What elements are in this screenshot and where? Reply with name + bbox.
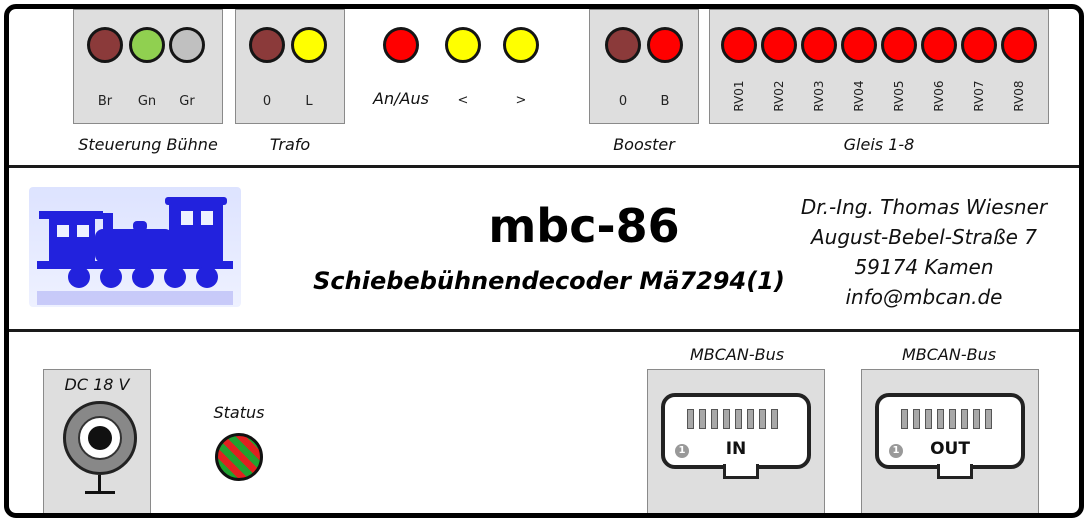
connector-pin: [711, 409, 718, 429]
led-gn: [129, 27, 165, 63]
gleis-box: [709, 9, 1049, 124]
product-subtitle: Schiebebühnendecoder Mä7294(1): [313, 267, 785, 295]
label-right: >: [515, 93, 527, 108]
led-gleis-7: [961, 27, 997, 63]
label-an-aus: An/Aus: [373, 89, 429, 108]
bus-out-caption: MBCAN-Bus: [901, 345, 997, 364]
label-left: <: [457, 93, 469, 108]
address-line-1: Dr.-Ing. Thomas Wiesner: [800, 195, 1048, 219]
ground-stem: [98, 475, 101, 493]
product-title: mbc-86: [488, 199, 680, 253]
led-gleis-3: [801, 27, 837, 63]
led-booster-0: [605, 27, 641, 63]
label-gleis-6: RV06: [932, 80, 946, 112]
label-gleis-8: RV08: [1012, 80, 1026, 112]
led-br: [87, 27, 123, 63]
connector-pin: [985, 409, 992, 429]
connector-pin: [735, 409, 742, 429]
divider-top: [9, 165, 1079, 168]
label-gr: Gr: [179, 94, 195, 109]
caption-steuerung: Steuerung Bühne: [78, 135, 218, 154]
caption-gleis: Gleis 1-8: [843, 135, 915, 154]
connector-pin: [913, 409, 920, 429]
led-booster-b: [647, 27, 683, 63]
connector-pin: [771, 409, 778, 429]
connector-pin: [759, 409, 766, 429]
connector-pin: [925, 409, 932, 429]
divider-bottom: [9, 329, 1079, 332]
led-left: [445, 27, 481, 63]
led-an-aus: [383, 27, 419, 63]
connector-pin: [973, 409, 980, 429]
label-gleis-3: RV03: [812, 80, 826, 112]
led-gleis-1: [721, 27, 757, 63]
bus-in-caption: MBCAN-Bus: [689, 345, 785, 364]
label-gleis-5: RV05: [892, 80, 906, 112]
pin1-marker: 1: [675, 444, 689, 458]
status-label: Status: [213, 403, 265, 422]
bus-out-latch: [937, 464, 973, 479]
led-gr: [169, 27, 205, 63]
caption-booster: Booster: [613, 135, 675, 154]
dc-jack-icon: [63, 401, 137, 475]
pin1-marker: 1: [889, 444, 903, 458]
bus-in-label: IN: [725, 439, 747, 459]
led-gleis-2: [761, 27, 797, 63]
connector-pin: [699, 409, 706, 429]
connector-pin: [937, 409, 944, 429]
led-trafo-l: [291, 27, 327, 63]
bus-out-connector: 1 OUT: [875, 393, 1025, 479]
led-gleis-8: [1001, 27, 1037, 63]
label-gleis-7: RV07: [972, 80, 986, 112]
label-br: Br: [97, 94, 113, 109]
label-booster-0: 0: [618, 94, 628, 109]
ground-bar: [85, 491, 115, 494]
connector-pin: [747, 409, 754, 429]
led-gleis-5: [881, 27, 917, 63]
decoder-panel: Br Gn Gr Steuerung Bühne 0 L Trafo An/Au…: [4, 4, 1084, 518]
bus-in-latch: [723, 464, 759, 479]
led-gleis-4: [841, 27, 877, 63]
caption-trafo: Trafo: [269, 135, 311, 154]
label-gleis-1: RV01: [732, 80, 746, 112]
status-led: [215, 433, 263, 481]
led-trafo-0: [249, 27, 285, 63]
label-gn: Gn: [137, 94, 157, 109]
bus-in-connector: 1 IN: [661, 393, 811, 479]
label-gleis-2: RV02: [772, 80, 786, 112]
connector-pin: [949, 409, 956, 429]
booster-box: [589, 9, 699, 124]
label-gleis-4: RV04: [852, 80, 866, 112]
led-gleis-6: [921, 27, 957, 63]
address-line-4: info@mbcan.de: [845, 285, 1003, 309]
power-label: DC 18 V: [64, 375, 130, 394]
trafo-box: [235, 9, 345, 124]
connector-pin: [687, 409, 694, 429]
connector-pin: [723, 409, 730, 429]
led-right: [503, 27, 539, 63]
label-booster-b: B: [660, 94, 670, 109]
label-trafo-0: 0: [262, 94, 272, 109]
label-trafo-l: L: [305, 94, 313, 109]
connector-pin: [961, 409, 968, 429]
locomotive-image: [29, 187, 241, 307]
connector-pin: [901, 409, 908, 429]
address-line-3: 59174 Kamen: [854, 255, 994, 279]
bus-out-label: OUT: [930, 439, 970, 459]
address-line-2: August-Bebel-Straße 7: [810, 225, 1037, 249]
